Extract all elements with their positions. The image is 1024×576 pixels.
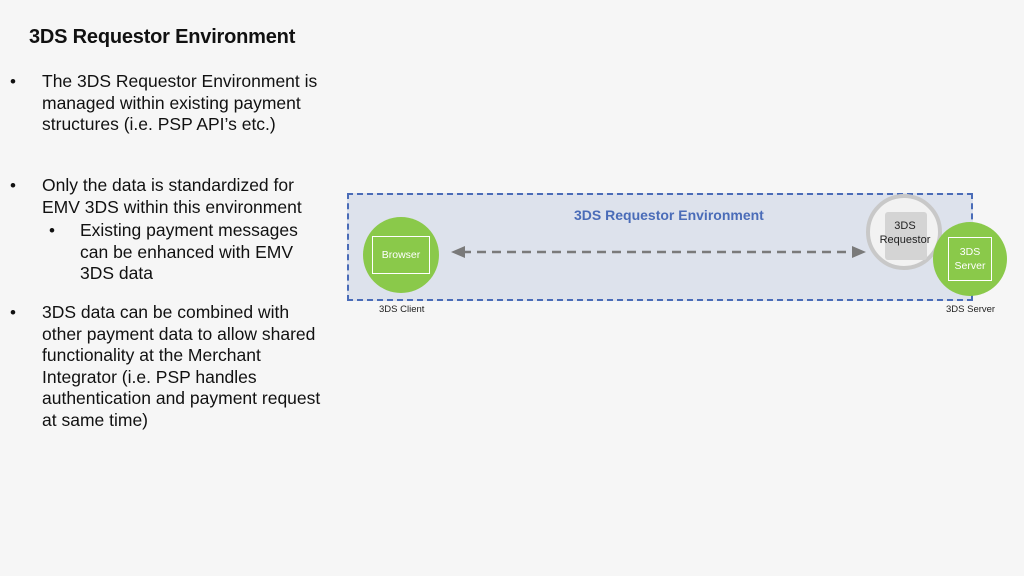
- server-caption: 3DS Server: [946, 304, 996, 315]
- client-caption: 3DS Client: [379, 304, 425, 315]
- bullet-text: The 3DS Requestor Environment is managed…: [42, 71, 318, 134]
- server-label-line-2: Server: [954, 260, 986, 272]
- browser-box: Browser: [372, 236, 430, 274]
- sub-bullet-item: • Existing payment messages can be enhan…: [49, 220, 330, 285]
- bullet-text: Existing payment messages can be enhance…: [80, 220, 298, 283]
- server-label-line-1: 3DS: [959, 246, 981, 258]
- bullet-marker: •: [49, 221, 55, 240]
- bullet-marker: •: [10, 303, 16, 322]
- requestor-label-line-2: Requestor: [879, 234, 931, 246]
- bullet-marker: •: [10, 72, 16, 91]
- bullet-text: 3DS data can be combined with other paym…: [42, 302, 321, 430]
- bullet-item: • The 3DS Requestor Environment is manag…: [10, 71, 332, 136]
- document-icon: [885, 212, 927, 260]
- slide-title: 3DS Requestor Environment: [29, 26, 296, 48]
- bullet-marker: •: [10, 176, 16, 195]
- bullet-list: • The 3DS Requestor Environment is manag…: [0, 0, 340, 576]
- requestor-label: 3DS Requestor: [872, 219, 938, 247]
- browser-label: Browser: [381, 249, 421, 261]
- browser-node: Browser: [363, 217, 439, 293]
- server-box: 3DS Server: [948, 237, 992, 281]
- server-node: 3DS Server: [933, 222, 1007, 296]
- bullet-item: • 3DS data can be combined with other pa…: [10, 302, 332, 431]
- requestor-label-line-1: 3DS: [894, 220, 916, 232]
- environment-label: 3DS Requestor Environment: [574, 207, 764, 223]
- bullet-text: Only the data is standardized for EMV 3D…: [42, 175, 302, 217]
- bullet-item: • Only the data is standardized for EMV …: [10, 175, 332, 218]
